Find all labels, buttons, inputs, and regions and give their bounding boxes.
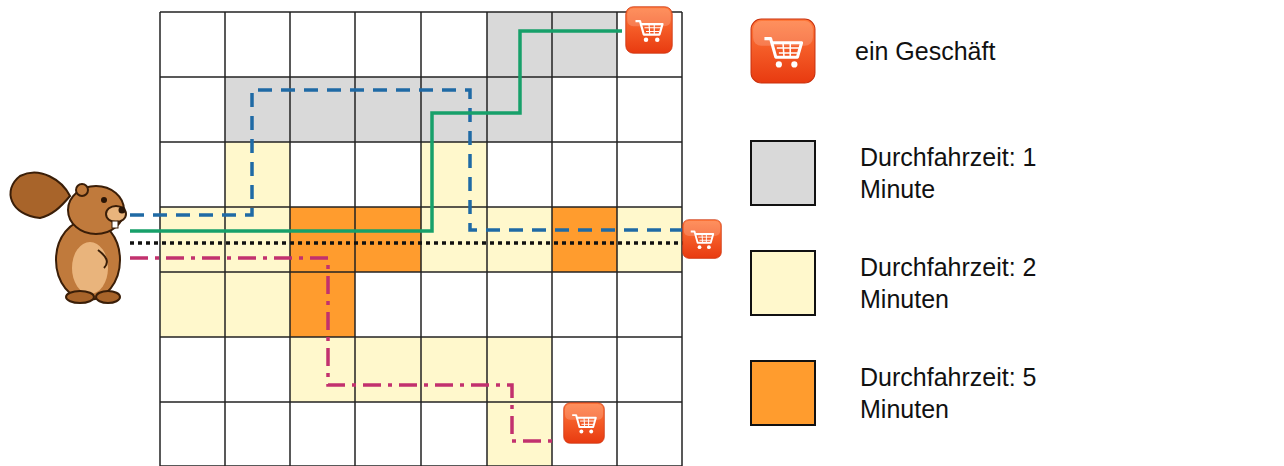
grid-line: [159, 12, 161, 466]
grid-cells: [160, 12, 682, 466]
grid-line: [289, 12, 291, 466]
grid-line: [420, 12, 422, 466]
grid-line: [160, 271, 682, 273]
route-blue: [130, 90, 690, 230]
cell: [225, 77, 290, 142]
cell: [160, 207, 225, 272]
cell: [290, 207, 355, 272]
legend-text: Durchfahrzeit: 1 Minute: [860, 141, 1050, 205]
grid-line: [354, 12, 356, 466]
route-magenta: [130, 258, 552, 441]
grid-line: [160, 336, 682, 338]
cell: [421, 337, 487, 402]
cell: [290, 337, 355, 402]
cell: [355, 207, 421, 272]
grid-line: [616, 12, 618, 466]
cell: [225, 272, 290, 337]
routes: [130, 31, 690, 441]
grid-line: [551, 12, 553, 466]
cell: [487, 402, 552, 466]
shop-icon: [626, 7, 673, 54]
cell: [290, 77, 355, 142]
grid-line: [486, 12, 488, 466]
grid-line: [160, 76, 682, 78]
beaver: [10, 173, 126, 303]
shop-icon: [683, 220, 722, 259]
legend-shop-icon: [750, 18, 816, 84]
legend-text: Durchfahrzeit: 2 Minuten: [860, 251, 1050, 315]
grid-line: [160, 401, 682, 403]
cell: [487, 337, 552, 402]
cell: [487, 207, 552, 272]
grid-line: [160, 206, 682, 208]
legend-swatch: [750, 360, 816, 426]
cell: [552, 12, 617, 77]
grid-line: [160, 465, 682, 466]
shop-icon: [564, 403, 605, 444]
route-black: [130, 241, 690, 245]
legend-swatch: [750, 250, 816, 316]
legend-text: Durchfahrzeit: 5 Minuten: [860, 361, 1050, 425]
legend-swatch: [750, 140, 816, 206]
cell: [355, 77, 421, 142]
grid-line: [160, 11, 682, 13]
legend-text: ein Geschäft: [855, 35, 1045, 67]
cell: [552, 207, 617, 272]
grid-line: [224, 12, 226, 466]
cell: [355, 337, 421, 402]
cell: [160, 272, 225, 337]
cell: [225, 142, 290, 207]
route-green: [130, 31, 622, 231]
grid-line: [160, 141, 682, 143]
cell: [617, 207, 682, 272]
cell: [290, 272, 355, 337]
grid-lines: [160, 12, 682, 466]
